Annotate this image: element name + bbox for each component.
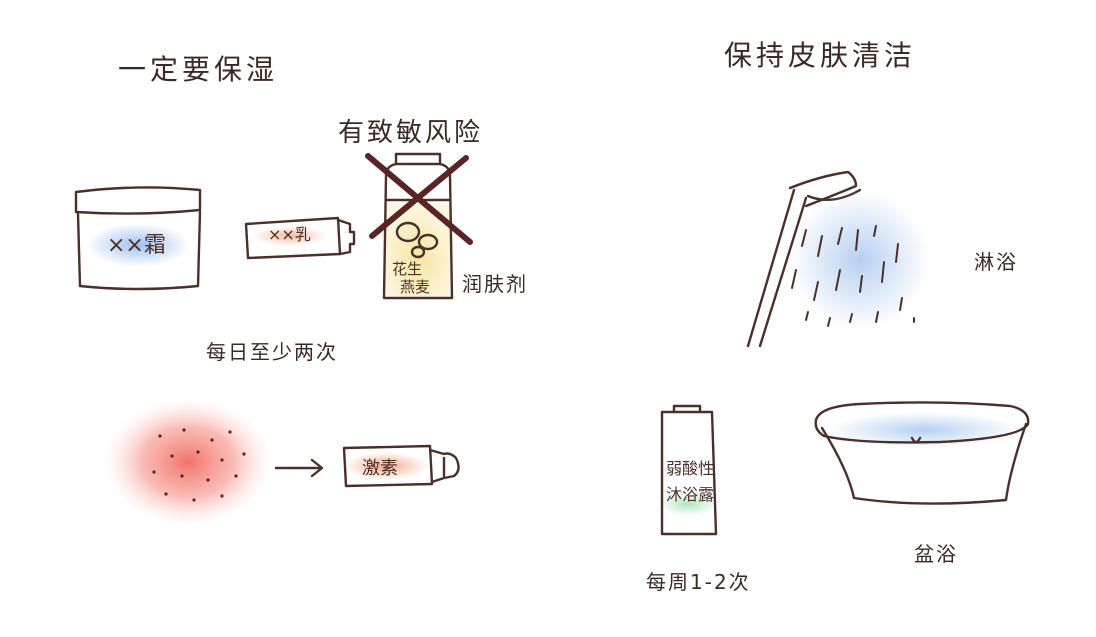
- body-wash-frequency: 每周1-2次: [646, 570, 751, 594]
- shower-water: [790, 190, 930, 330]
- rash-patch: [104, 398, 272, 526]
- body-wash-bottle: 弱酸性 沐浴露: [658, 404, 718, 536]
- lotion-tube: ××乳: [244, 216, 356, 260]
- arrow-right-icon: [274, 458, 324, 478]
- cleanse-heading: 保持皮肤清洁: [724, 39, 917, 72]
- bathtub-icon: [814, 401, 1030, 505]
- lotion-label: ××乳: [268, 225, 311, 244]
- bottle-label-line1: 花生: [392, 260, 422, 278]
- shower-caption: 淋浴: [974, 250, 1018, 274]
- cream-jar: ××霜: [74, 186, 202, 291]
- frequency-caption: 每日至少两次: [206, 340, 338, 364]
- bath-caption: 盆浴: [914, 542, 958, 566]
- hormone-label: 激素: [362, 458, 398, 479]
- body-wash-label-line1: 弱酸性: [666, 459, 714, 478]
- moisturize-heading: 一定要保湿: [118, 53, 279, 86]
- body-wash-label-line2: 沐浴露: [666, 485, 714, 504]
- hormone-tube: 激素: [342, 444, 460, 488]
- allergy-risk-label: 有致敏风险: [338, 118, 484, 148]
- cross-mark-icon: [365, 153, 473, 245]
- bottle-label-line2: 燕麦: [400, 278, 430, 296]
- emollient-caption: 润肤剂: [462, 272, 528, 296]
- cream-label: ××霜: [107, 233, 166, 258]
